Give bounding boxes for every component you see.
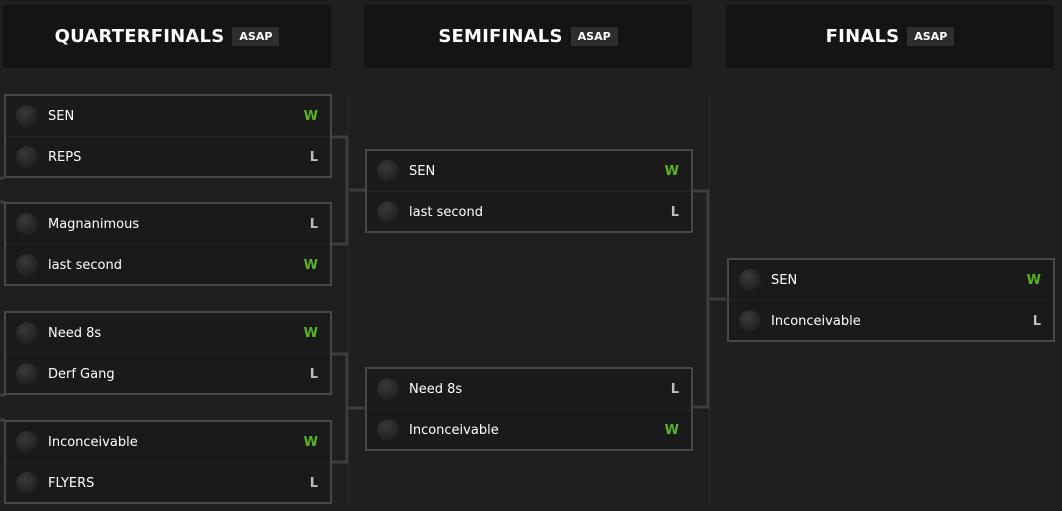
match-result: W	[664, 422, 679, 438]
team-logo-icon	[16, 472, 38, 494]
team-row[interactable]: SEN W	[729, 260, 1053, 300]
team-row[interactable]: Need 8s L	[367, 369, 691, 409]
team-logo-icon	[16, 213, 38, 235]
match-result: L	[1032, 313, 1041, 329]
round-header-finals: FINALS ASAP	[726, 5, 1054, 68]
team-row[interactable]: last second W	[6, 244, 330, 285]
team-logo-icon	[16, 146, 38, 168]
match-result: L	[309, 475, 318, 491]
match-result: W	[1026, 272, 1041, 288]
team-name: Inconceivable	[771, 313, 861, 329]
team-name: Need 8s	[409, 381, 463, 397]
team-name: REPS	[48, 149, 82, 165]
team-logo-icon	[16, 105, 38, 127]
team-row[interactable]: SEN W	[6, 96, 330, 136]
team-name: SEN	[771, 272, 798, 288]
team-row[interactable]: Inconceivable L	[729, 300, 1053, 341]
match-card[interactable]: SEN W Inconceivable L	[727, 258, 1055, 342]
team-name: Inconceivable	[409, 422, 499, 438]
team-logo-icon	[16, 363, 38, 385]
team-name: last second	[409, 204, 483, 220]
team-logo-icon	[16, 322, 38, 344]
match-card[interactable]: Need 8s L Inconceivable W	[365, 367, 693, 451]
match-result: W	[303, 325, 318, 341]
team-row[interactable]: Inconceivable W	[367, 409, 691, 450]
schedule-badge: ASAP	[570, 27, 618, 46]
team-logo-icon	[377, 419, 399, 441]
team-row[interactable]: Magnanimous L	[6, 204, 330, 244]
team-name: FLYERS	[48, 475, 95, 491]
team-logo-icon	[16, 431, 38, 453]
team-logo-icon	[377, 201, 399, 223]
team-name: Need 8s	[48, 325, 102, 341]
match-card[interactable]: Need 8s W Derf Gang L	[4, 311, 332, 395]
team-logo-icon	[739, 269, 761, 291]
team-logo-icon	[377, 160, 399, 182]
match-result: W	[303, 257, 318, 273]
round-title: SEMIFINALS	[438, 26, 563, 47]
team-name: Derf Gang	[48, 366, 115, 382]
team-name: SEN	[409, 163, 436, 179]
team-name: SEN	[48, 108, 75, 124]
match-result: W	[664, 163, 679, 179]
match-result: W	[303, 434, 318, 450]
schedule-badge: ASAP	[907, 27, 955, 46]
team-row[interactable]: SEN W	[367, 151, 691, 191]
round-header-quarterfinals: QUARTERFINALS ASAP	[3, 5, 331, 68]
team-logo-icon	[16, 254, 38, 276]
match-result: L	[309, 149, 318, 165]
match-card[interactable]: Inconceivable W FLYERS L	[4, 420, 332, 504]
round-title: QUARTERFINALS	[54, 26, 225, 47]
match-result: L	[670, 204, 679, 220]
round-title: FINALS	[825, 26, 900, 47]
team-row[interactable]: FLYERS L	[6, 462, 330, 503]
team-row[interactable]: REPS L	[6, 136, 330, 177]
team-row[interactable]: last second L	[367, 191, 691, 232]
match-result: L	[670, 381, 679, 397]
team-name: last second	[48, 257, 122, 273]
team-row[interactable]: Derf Gang L	[6, 353, 330, 394]
team-name: Magnanimous	[48, 216, 140, 232]
schedule-badge: ASAP	[232, 27, 280, 46]
team-logo-icon	[739, 310, 761, 332]
match-result: L	[309, 216, 318, 232]
match-card[interactable]: SEN W REPS L	[4, 94, 332, 178]
match-result: L	[309, 366, 318, 382]
match-result: W	[303, 108, 318, 124]
round-header-semifinals: SEMIFINALS ASAP	[364, 5, 692, 68]
team-row[interactable]: Need 8s W	[6, 313, 330, 353]
team-logo-icon	[377, 378, 399, 400]
team-name: Inconceivable	[48, 434, 138, 450]
team-row[interactable]: Inconceivable W	[6, 422, 330, 462]
